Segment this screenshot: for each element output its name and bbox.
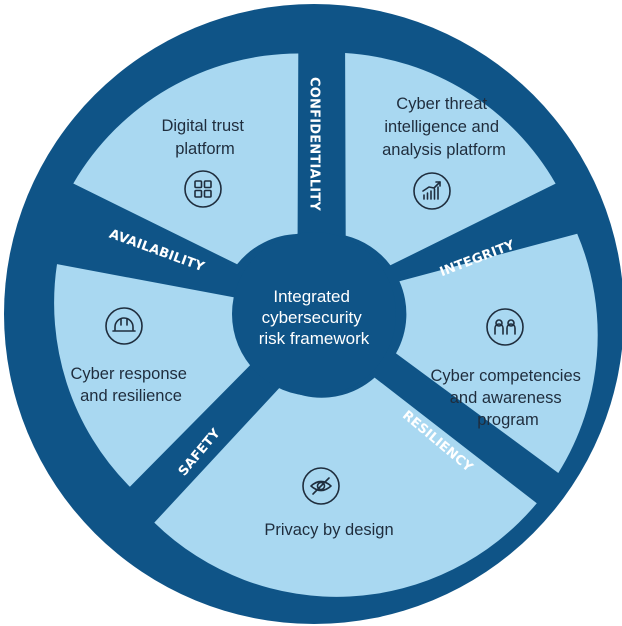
- segment-label-competencies: Cyber competencies and awareness program: [431, 367, 586, 429]
- segment-line: and resilience: [80, 387, 182, 405]
- hard-hat-icon: [105, 307, 143, 345]
- segment-threat-intel: [345, 53, 556, 266]
- segment-line: intelligence and: [384, 118, 499, 136]
- spoke-label-confidentiality: CONFIDENTIALITY: [307, 77, 322, 211]
- center-line-3: risk framework: [259, 329, 370, 348]
- segment-digital-trust: [73, 53, 299, 265]
- segment-line: program: [477, 411, 538, 429]
- segment-line: Cyber threat: [396, 95, 487, 113]
- segment-privacy: [154, 377, 537, 597]
- segment-label-response: Cyber response and resilience: [70, 365, 191, 405]
- segment-line: Digital trust: [161, 117, 244, 135]
- chart-trend-icon: [413, 172, 451, 210]
- center-line-1: Integrated: [273, 287, 350, 306]
- segment-label-privacy: Privacy by design: [264, 521, 393, 539]
- people-icon: [486, 308, 524, 346]
- grid-icon: [184, 170, 222, 208]
- segment-response: [54, 264, 252, 487]
- center-hub: [232, 232, 396, 396]
- eye-off-icon: [302, 467, 340, 505]
- segments-layer: [54, 53, 598, 597]
- segment-line: analysis platform: [382, 141, 506, 159]
- segment-line: Cyber competencies: [431, 367, 581, 385]
- segment-label-digital-trust: Digital trust platform: [161, 117, 248, 158]
- center-line-2: cybersecurity: [262, 308, 363, 327]
- segment-line: platform: [175, 140, 235, 158]
- segment-competencies: [396, 233, 598, 473]
- center-label: Integrated cybersecurity risk framework: [259, 287, 370, 348]
- segment-line: and awareness: [450, 389, 562, 407]
- segment-label-threat-intel: Cyber threat intelligence and analysis p…: [382, 95, 506, 159]
- segment-line: Privacy by design: [264, 521, 393, 539]
- segment-line: Cyber response: [70, 365, 186, 383]
